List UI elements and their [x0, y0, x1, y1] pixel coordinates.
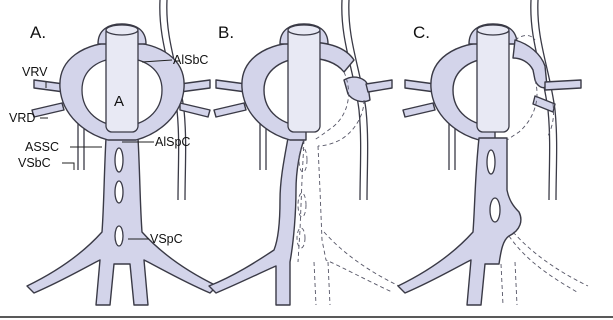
aorta: [106, 26, 138, 132]
right-branch-remnant: [344, 77, 370, 101]
label-assc: ASSC: [25, 140, 59, 154]
panel-letter-b: B.: [218, 23, 234, 42]
vrd-branch: [32, 103, 64, 117]
panel-c: [398, 0, 588, 305]
label-alsbc: AlSbC: [173, 53, 208, 67]
persistent-trunk: [398, 138, 521, 305]
panel-b: [209, 0, 399, 305]
leader-vsbc: [62, 163, 74, 170]
panel-letter-c: C.: [413, 23, 430, 42]
panel-letter-a: A.: [30, 23, 46, 42]
label-vsbc: VSbC: [18, 156, 51, 170]
persistent-left-pathway: [209, 138, 304, 305]
label-vrv: VRV: [22, 65, 48, 79]
label-vrd: VRD: [9, 111, 35, 125]
label-alspc: AlSpC: [155, 135, 190, 149]
label-aorta: A: [114, 93, 124, 110]
label-vspc: VSpC: [150, 232, 183, 246]
